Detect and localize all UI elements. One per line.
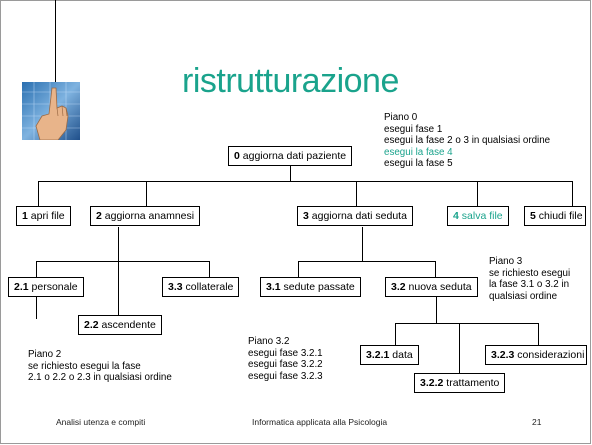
node-number: 2.2 — [84, 319, 99, 331]
connector — [395, 323, 539, 324]
node-label: salva file — [461, 210, 503, 222]
node-label: data — [392, 349, 413, 361]
node-label: chiudi file — [538, 210, 583, 222]
connector — [436, 297, 437, 323]
node-number: 3 — [303, 210, 309, 222]
connector — [459, 323, 460, 373]
node-label: trattamento — [446, 377, 500, 389]
node-3-3: 3.3 collaterale — [162, 277, 240, 297]
footer-left: Analisi utenza e compiti — [56, 417, 146, 427]
connector — [38, 181, 573, 182]
node-2-1: 2.1 personale — [8, 277, 84, 297]
connector — [395, 323, 396, 345]
plan-line: esegui la fase 5 — [384, 158, 453, 170]
node-label: collaterale — [185, 281, 234, 293]
connector — [36, 261, 210, 262]
node-number: 3.2.3 — [491, 349, 515, 361]
plan-3: Piano 3 se richiesto esegui la fase 3.1 … — [489, 256, 570, 302]
slide-title: ristrutturazione — [182, 62, 399, 100]
connector — [477, 181, 478, 206]
hand-touch-icon — [22, 82, 80, 141]
node-label: apri file — [30, 210, 65, 222]
node-number: 3.2.1 — [366, 349, 390, 361]
plan-3-2: Piano 3.2 esegui fase 3.2.1 esegui fase … — [248, 336, 323, 382]
plan-line: esegui fase 1 — [384, 123, 443, 135]
node-number: 3.3 — [168, 281, 183, 293]
node-number: 3.2.2 — [420, 377, 444, 389]
node-5: 5 chiudi file — [524, 206, 586, 226]
plan-line: Piano 3.2 — [248, 336, 290, 347]
connector — [356, 181, 357, 206]
node-3-2-1: 3.2.1 data — [360, 345, 419, 365]
node-label: nuova seduta — [408, 281, 472, 293]
connector — [290, 166, 291, 181]
node-3: 3 aggiorna dati seduta — [297, 206, 413, 226]
node-label: aggiorna anamnesi — [104, 210, 195, 222]
node-number: 1 — [22, 210, 28, 222]
plan-line: esegui la fase 2 o 3 in qualsiasi ordine — [384, 135, 551, 147]
node-label: considerazioni — [517, 349, 585, 361]
plan-line: Piano 3 — [489, 256, 523, 267]
node-label: personale — [31, 281, 78, 293]
footer-center: Informatica applicata alla Psicologia — [252, 417, 388, 427]
node-number: 4 — [453, 210, 459, 222]
connector — [38, 181, 39, 206]
plan-line: se richiesto esegui — [489, 267, 571, 279]
plan-line: esegui fase 3.2.1 — [248, 347, 323, 359]
node-4: 4 salva file — [447, 206, 509, 226]
connector — [538, 323, 539, 345]
plan-line: se richiesto esegui la fase — [28, 360, 141, 372]
plan-line: 2.1 o 2.2 o 2.3 in qualsiasi ordine — [28, 372, 172, 384]
decorative-vertical-line — [55, 0, 56, 112]
connector — [362, 227, 363, 261]
node-2: 2 aggiorna anamnesi — [90, 206, 201, 226]
node-label: aggiorna dati seduta — [311, 210, 407, 222]
connector — [36, 261, 37, 277]
node-number: 2 — [96, 210, 102, 222]
plan-line: esegui fase 3.2.3 — [248, 370, 323, 382]
connector — [298, 261, 299, 277]
node-label: aggiorna dati paziente — [242, 150, 347, 162]
plan-line: qualsiasi ordine — [489, 290, 558, 302]
node-3-1: 3.1 sedute passate — [260, 277, 361, 297]
node-number: 0 — [234, 150, 240, 162]
connector — [435, 261, 436, 277]
connector — [146, 181, 147, 206]
node-number: 3.2 — [391, 281, 406, 293]
plan-line: esegui la fase 4 — [384, 146, 453, 158]
node-3-2-2: 3.2.2 trattamento — [414, 373, 506, 393]
connector — [298, 261, 436, 262]
plan-line: esegui fase 3.2.2 — [248, 359, 323, 371]
node-label: sedute passate — [283, 281, 355, 293]
plan-line: Piano 2 — [28, 349, 62, 360]
plan-2: Piano 2 se richiesto esegui la fase 2.1 … — [28, 349, 172, 384]
plan-0: Piano 0 esegui fase 1 esegui la fase 2 o… — [384, 112, 550, 170]
plan-line: Piano 0 — [384, 112, 418, 123]
node-1: 1 apri file — [16, 206, 71, 226]
node-number: 3.1 — [266, 281, 281, 293]
node-0: 0 aggiorna dati paziente — [228, 146, 353, 166]
node-2-2: 2.2 ascendente — [78, 315, 162, 335]
connector — [572, 181, 573, 206]
connector — [36, 297, 37, 319]
connector — [209, 261, 210, 277]
connector — [118, 227, 119, 261]
plan-line: la fase 3.1 o 3.2 in — [489, 279, 570, 291]
node-3-2-3: 3.2.3 considerazioni — [485, 345, 588, 365]
connector — [118, 261, 119, 315]
node-3-2: 3.2 nuova seduta — [385, 277, 478, 297]
node-label: ascendente — [101, 319, 156, 331]
page-number: 21 — [532, 417, 542, 427]
node-number: 2.1 — [14, 281, 29, 293]
node-number: 5 — [530, 210, 536, 222]
